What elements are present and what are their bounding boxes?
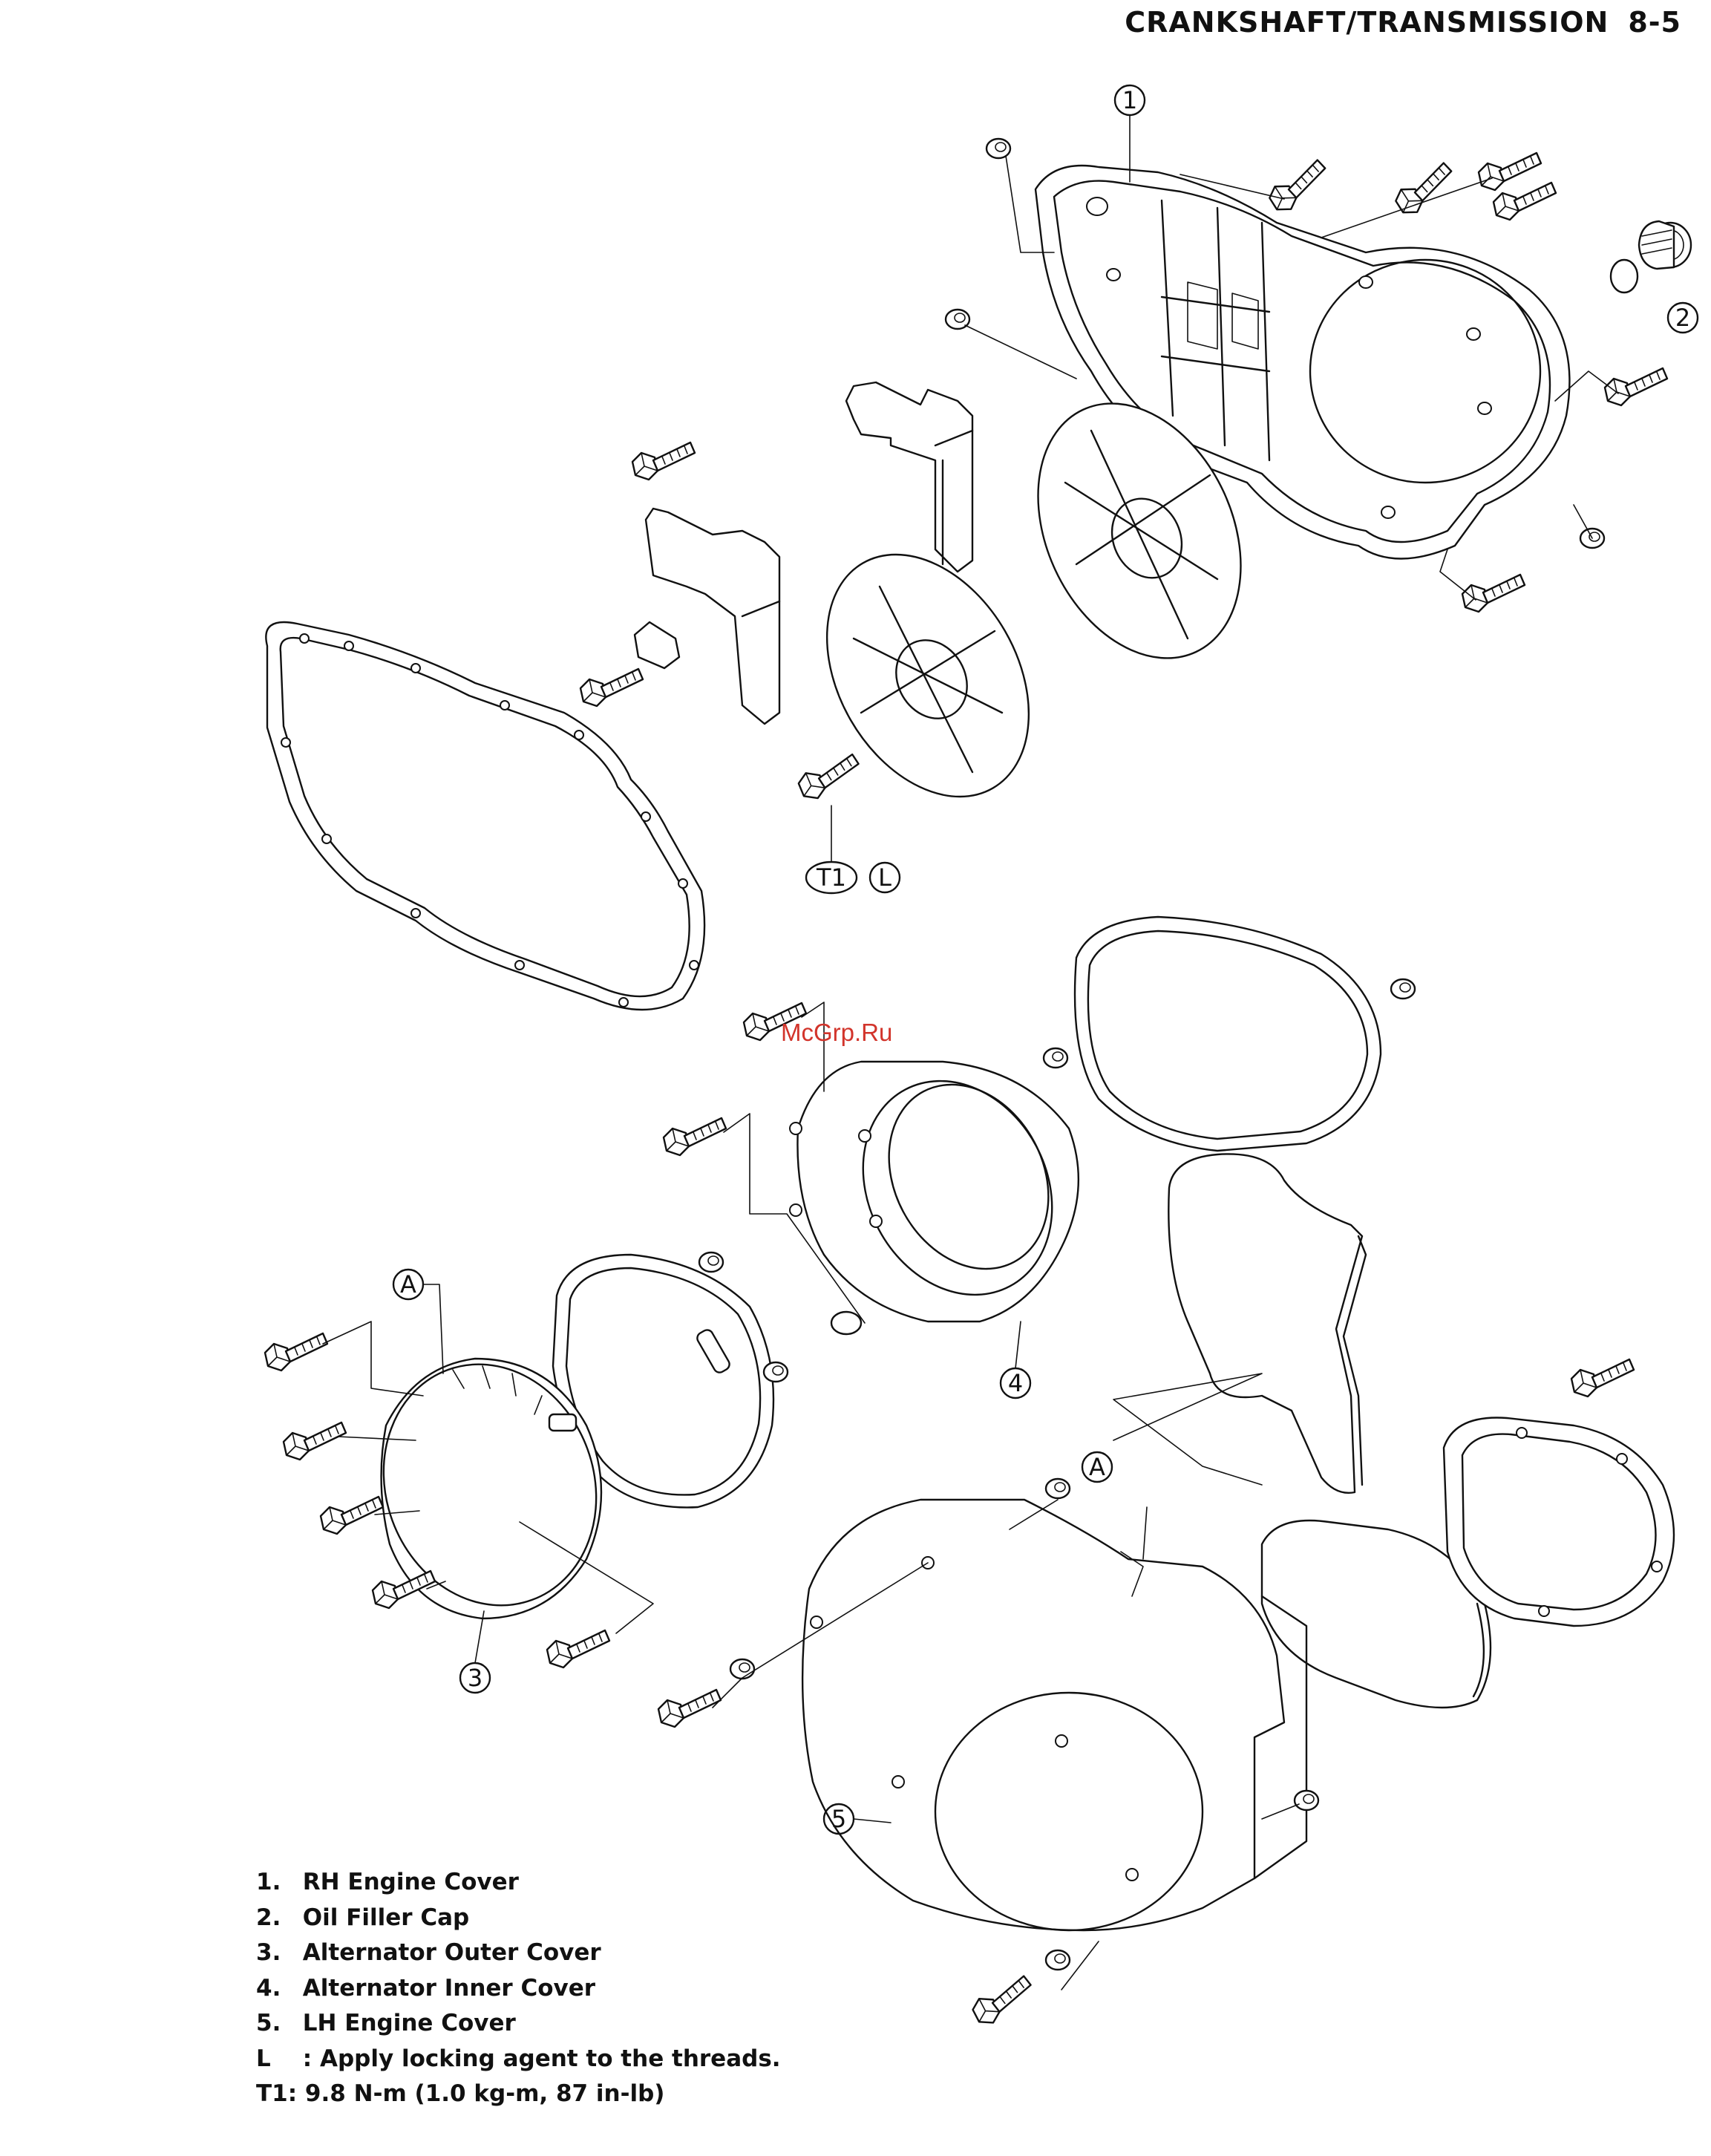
guide-plate-front: [635, 509, 779, 724]
cover-gasket: [1444, 1418, 1674, 1627]
legend-item: 4. Alternator Inner Cover: [256, 1971, 781, 2007]
alternator-inner-cover: [790, 1048, 1088, 1328]
callout-t1: T1: [806, 806, 857, 893]
callout-2: 2: [1668, 303, 1698, 333]
legend-item: 2. Oil Filler Cap: [256, 1901, 781, 1936]
lh-engine-cover: [802, 1500, 1306, 1930]
legend-item: 3. Alternator Outer Cover: [256, 1936, 781, 1971]
svg-text:4: 4: [1008, 1369, 1023, 1397]
oil-filler-cap: [1611, 221, 1691, 293]
legend-item: 5. LH Engine Cover: [256, 2006, 781, 2042]
callout-a-right: A: [1082, 1452, 1112, 1482]
svg-text:1: 1: [1122, 86, 1137, 114]
watermark: McGrp.Ru: [781, 1019, 892, 1047]
svg-text:A: A: [1089, 1453, 1105, 1481]
legend-item: L : Apply locking agent to the threads.: [256, 2042, 781, 2077]
svg-text:5: 5: [831, 1805, 846, 1833]
svg-text:3: 3: [468, 1664, 482, 1692]
insulator-plate: [1168, 1154, 1366, 1492]
alternator-cover-gasket-rear: [1044, 917, 1415, 1151]
callout-l: L: [870, 863, 900, 892]
svg-text:2: 2: [1675, 304, 1690, 332]
svg-text:A: A: [400, 1270, 416, 1298]
svg-text:L: L: [878, 863, 892, 892]
callout-a-top: A: [393, 1270, 443, 1373]
legend-item: 1. RH Engine Cover: [256, 1865, 781, 1901]
callout-1: 1: [1115, 85, 1145, 182]
legend-item: T1: 9.8 N-m (1.0 kg-m, 87 in-lb): [256, 2077, 781, 2112]
callout-3: 3: [460, 1611, 490, 1693]
callout-4: 4: [1001, 1322, 1030, 1398]
oil-seal: [831, 1312, 861, 1334]
guide-plate-rear: [846, 382, 972, 572]
svg-text:T1: T1: [816, 863, 846, 892]
parts-legend: 1. RH Engine Cover 2. Oil Filler Cap 3. …: [256, 1865, 781, 2112]
